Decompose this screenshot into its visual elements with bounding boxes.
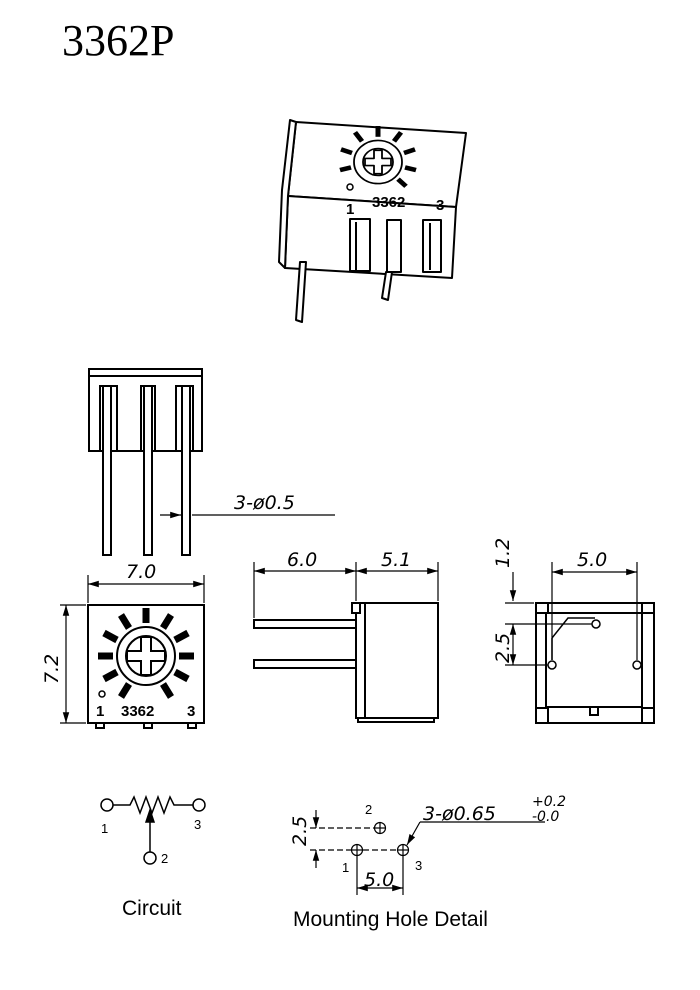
dim-lead-length: 6.0 bbox=[287, 549, 317, 571]
side-lead-upper bbox=[253, 619, 357, 629]
circuit-pin-2-label: 2 bbox=[161, 851, 168, 866]
bottom-pin-3 bbox=[632, 660, 642, 670]
mounting-hole-detail bbox=[310, 810, 545, 895]
side-view bbox=[253, 602, 439, 723]
iso-pin-left bbox=[295, 261, 307, 323]
dim-pin-span: 5.0 bbox=[577, 549, 607, 571]
top-part-marking: 3362 bbox=[121, 703, 154, 720]
hole-3-label: 3 bbox=[415, 858, 422, 873]
part-number-title: 3362P bbox=[62, 16, 175, 65]
iso-pin-right bbox=[381, 271, 393, 301]
bottom-pin-2 bbox=[591, 619, 601, 629]
top-pin-1-label: 1 bbox=[96, 703, 104, 720]
dim-hole-span: 5.0 bbox=[364, 869, 394, 891]
front-pin-view bbox=[88, 368, 203, 556]
isometric-view bbox=[278, 119, 467, 323]
bottom-pin-1 bbox=[547, 660, 557, 670]
dim-hole-tol-minus: -0.0 bbox=[532, 809, 559, 825]
circuit-pin-1-label: 1 bbox=[101, 821, 108, 836]
pin-left bbox=[102, 385, 112, 556]
iso-part-marking: 3362 bbox=[372, 194, 405, 211]
dim-hole-offset: 2.5 bbox=[289, 816, 311, 846]
iso-slot-right bbox=[422, 219, 442, 273]
iso-slot-left bbox=[349, 218, 371, 272]
dim-top-offset: 1.2 bbox=[492, 538, 514, 568]
circuit-pin-3-label: 3 bbox=[194, 817, 201, 832]
dim-pin-row-offset: 2.5 bbox=[492, 633, 514, 663]
side-lead-lower bbox=[253, 659, 357, 669]
dim-hole-tol-plus: +0.2 bbox=[532, 794, 566, 810]
hole-2-label: 2 bbox=[365, 802, 372, 817]
iso-slot-mid bbox=[386, 219, 402, 273]
circuit-schematic bbox=[100, 794, 206, 865]
hole-1-label: 1 bbox=[342, 860, 349, 875]
top-dial bbox=[98, 608, 194, 699]
pin-middle bbox=[143, 385, 153, 556]
iso-pin-1-label: 1 bbox=[346, 201, 354, 218]
top-view bbox=[87, 604, 205, 729]
mounting-caption: Mounting Hole Detail bbox=[293, 908, 488, 931]
circuit-caption: Circuit bbox=[122, 897, 182, 920]
dim-width: 7.0 bbox=[126, 561, 156, 583]
iso-pin-3-label: 3 bbox=[436, 197, 444, 214]
pin-right bbox=[181, 385, 191, 556]
iso-dial bbox=[339, 125, 417, 188]
dim-height: 7.2 bbox=[41, 654, 63, 684]
bottom-view bbox=[535, 602, 655, 724]
top-pin-3-label: 3 bbox=[187, 703, 195, 720]
dim-hole-diameter: 3-ø0.65 bbox=[423, 803, 496, 825]
dim-pin-diameter: 3-ø0.5 bbox=[234, 492, 295, 514]
dim-body-depth: 5.1 bbox=[381, 549, 411, 571]
iso-side-face bbox=[278, 119, 297, 269]
